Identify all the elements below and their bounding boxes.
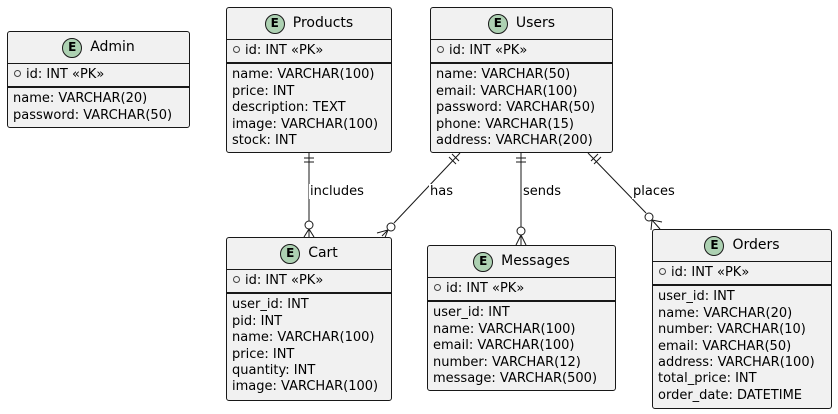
attribute: name: VARCHAR(50) — [436, 67, 571, 83]
attribute: order_date: DATETIME — [658, 387, 803, 403]
entity-users[interactable]: E Users id: INT «PK» name: VARCHAR(50) e… — [430, 7, 613, 153]
entity-header: E Admin — [8, 32, 189, 64]
public-field-icon — [233, 46, 240, 53]
entity-badge-icon: E — [704, 235, 725, 256]
attribute: address: VARCHAR(200) — [436, 133, 593, 149]
relationship-label-includes: includes — [309, 184, 365, 199]
entity-name: Messages — [501, 253, 570, 270]
entity-name: Orders — [732, 237, 780, 254]
primary-key-field: id: INT «PK» — [449, 43, 528, 58]
primary-key-field: id: INT «PK» — [671, 265, 750, 280]
entity-header: E Cart — [227, 238, 391, 270]
attribute: price: INT — [232, 83, 295, 99]
entity-header: E Products — [227, 8, 391, 40]
primary-key-row: id: INT «PK» — [653, 262, 831, 287]
entity-messages[interactable]: E Messages id: INT «PK» user_id: INT nam… — [427, 245, 616, 391]
primary-key-row: id: INT «PK» — [428, 278, 615, 303]
primary-key-row: id: INT «PK» — [431, 40, 612, 65]
attribute: address: VARCHAR(100) — [658, 355, 815, 371]
attribute-list: name: VARCHAR(50) email: VARCHAR(100) pa… — [431, 64, 612, 149]
attribute: user_id: INT — [658, 289, 735, 305]
attribute: user_id: INT — [232, 297, 309, 313]
attribute: total_price: INT — [658, 371, 757, 387]
public-field-icon — [233, 276, 240, 283]
primary-key-field: id: INT «PK» — [26, 67, 105, 82]
attribute: email: VARCHAR(50) — [658, 338, 792, 354]
attribute: stock: INT — [232, 133, 297, 149]
entity-name: Users — [515, 15, 556, 32]
relationship-users-cart — [376, 152, 461, 241]
attribute: name: VARCHAR(100) — [433, 321, 576, 337]
attribute: image: VARCHAR(100) — [232, 116, 379, 132]
primary-key-row: id: INT «PK» — [227, 270, 391, 295]
entity-badge-icon: E — [487, 13, 508, 34]
attribute: number: VARCHAR(10) — [658, 322, 806, 338]
public-field-icon — [437, 46, 444, 53]
attribute: email: VARCHAR(100) — [436, 83, 578, 99]
relationship-label-has: has — [429, 184, 454, 199]
attribute: message: VARCHAR(500) — [433, 371, 598, 387]
entity-badge-icon: E — [264, 13, 285, 34]
entity-orders[interactable]: E Orders id: INT «PK» user_id: INT name:… — [652, 229, 832, 409]
attribute: pid: INT — [232, 313, 283, 329]
entity-products[interactable]: E Products id: INT «PK» name: VARCHAR(10… — [226, 7, 392, 153]
attribute: price: INT — [232, 346, 295, 362]
entity-header: E Orders — [653, 230, 831, 262]
attribute: description: TEXT — [232, 100, 346, 116]
attribute-list: name: VARCHAR(20) password: VARCHAR(50) — [8, 88, 189, 124]
relationship-users-messages — [515, 153, 527, 246]
entity-header: E Messages — [428, 246, 615, 278]
entity-badge-icon: E — [62, 37, 83, 58]
attribute: email: VARCHAR(100) — [433, 338, 575, 354]
attribute: number: VARCHAR(12) — [433, 354, 581, 370]
attribute: name: VARCHAR(100) — [232, 330, 375, 346]
attribute: quantity: INT — [232, 363, 316, 379]
public-field-icon — [14, 70, 21, 77]
primary-key-field: id: INT «PK» — [245, 273, 324, 288]
public-field-icon — [434, 284, 441, 291]
entity-badge-icon: E — [280, 243, 301, 264]
entity-cart[interactable]: E Cart id: INT «PK» user_id: INT pid: IN… — [226, 237, 392, 401]
attribute: phone: VARCHAR(15) — [436, 116, 574, 132]
entity-name: Admin — [90, 39, 135, 56]
attribute-list: user_id: INT name: VARCHAR(20) number: V… — [653, 286, 831, 404]
attribute: password: VARCHAR(50) — [436, 100, 596, 116]
entity-admin[interactable]: E Admin id: INT «PK» name: VARCHAR(20) p… — [7, 31, 190, 128]
entity-name: Products — [292, 15, 354, 32]
entity-badge-icon: E — [473, 251, 494, 272]
attribute: user_id: INT — [433, 305, 510, 321]
entity-header: E Users — [431, 8, 612, 40]
primary-key-field: id: INT «PK» — [245, 43, 324, 58]
primary-key-row: id: INT «PK» — [227, 40, 391, 65]
attribute: image: VARCHAR(100) — [232, 379, 379, 395]
relationship-label-places: places — [632, 184, 676, 199]
attribute: name: VARCHAR(20) — [13, 91, 148, 107]
relationship-label-sends: sends — [522, 184, 563, 199]
attribute-list: user_id: INT name: VARCHAR(100) email: V… — [428, 302, 615, 387]
attribute: name: VARCHAR(100) — [232, 67, 375, 83]
relationship-users-orders — [587, 152, 663, 231]
public-field-icon — [659, 268, 666, 275]
primary-key-field: id: INT «PK» — [446, 281, 525, 296]
primary-key-row: id: INT «PK» — [8, 64, 189, 89]
attribute: name: VARCHAR(20) — [658, 305, 793, 321]
attribute-list: name: VARCHAR(100) price: INT descriptio… — [227, 64, 391, 149]
attribute: password: VARCHAR(50) — [13, 107, 173, 123]
attribute-list: user_id: INT pid: INT name: VARCHAR(100)… — [227, 294, 391, 395]
entity-name: Cart — [308, 245, 338, 262]
